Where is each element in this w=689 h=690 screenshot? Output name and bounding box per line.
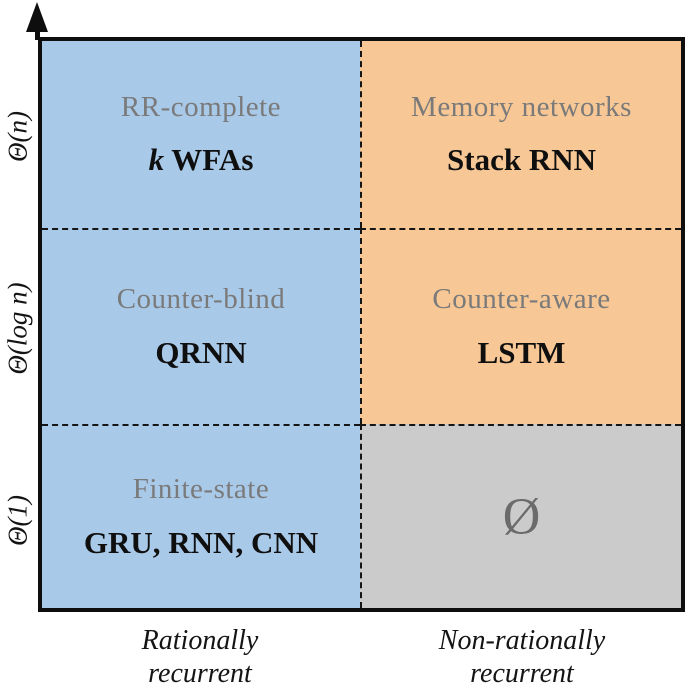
x-axis-label-non-rationally-recurrent: Non-rationally recurrent <box>362 624 682 690</box>
cell-counter-blind: Counter-blind QRNN <box>42 228 360 424</box>
model-label-italic-part: k <box>148 142 165 178</box>
class-label: Memory networks <box>411 90 632 123</box>
x-label-line1: Rationally <box>141 625 259 656</box>
x-label-line1: Non-rationally <box>438 625 606 656</box>
model-label-rest: Stack RNN <box>447 142 596 178</box>
model-label-rest: LSTM <box>477 334 566 370</box>
model-label-rest: WFAs <box>164 142 254 178</box>
x-label-line2: recurrent <box>148 658 252 689</box>
cell-counter-aware: Counter-aware LSTM <box>360 228 681 424</box>
y-axis-label-theta-1: Θ(1) <box>2 495 33 546</box>
cell-finite-state: Finite-state GRU, RNN, CNN <box>42 424 360 608</box>
quadrant-grid: RR-complete k WFAs Memory networks Stack… <box>42 41 681 608</box>
empty-set-icon: Ø <box>502 488 541 545</box>
model-label: Stack RNN <box>447 143 596 177</box>
class-label: Finite-state <box>132 473 270 505</box>
plot-box: RR-complete k WFAs Memory networks Stack… <box>38 37 685 612</box>
model-label: GRU, RNN, CNN <box>83 524 319 560</box>
model-label: k WFAs <box>149 143 254 177</box>
class-label: Counter-blind <box>116 283 286 315</box>
class-label: RR-complete <box>120 90 282 123</box>
model-label-rest: QRNN <box>155 334 247 370</box>
cell-empty-set: Ø <box>360 424 681 608</box>
class-label: Counter-aware <box>432 283 611 315</box>
model-label: LSTM <box>477 334 566 370</box>
y-axis-arrow-icon <box>26 2 48 32</box>
model-label-rest: GRU, RNN, CNN <box>83 524 319 560</box>
y-axis-label-theta-log-n: Θ(log n) <box>2 282 33 375</box>
cell-rr-complete: RR-complete k WFAs <box>42 41 360 228</box>
x-label-line2: recurrent <box>470 658 574 689</box>
x-axis-label-rationally-recurrent: Rationally recurrent <box>40 624 360 690</box>
y-axis-label-theta-n: Θ(n) <box>2 111 33 162</box>
model-label: QRNN <box>155 334 247 370</box>
cell-memory-networks: Memory networks Stack RNN <box>360 41 681 228</box>
